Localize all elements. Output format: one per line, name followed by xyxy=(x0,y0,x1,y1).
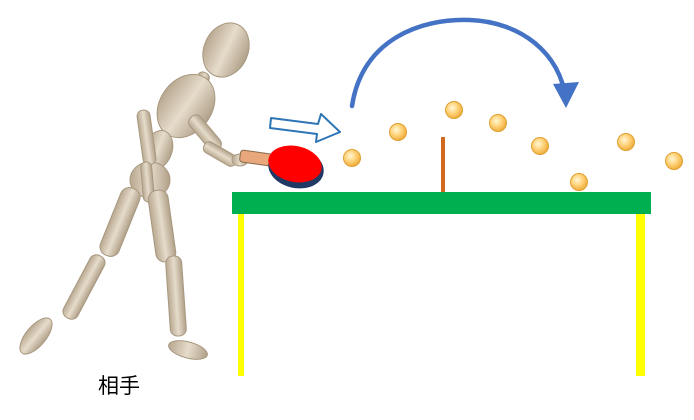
net xyxy=(441,137,445,192)
ball-5 xyxy=(531,137,549,155)
opponent-caption: 相手 xyxy=(98,374,140,398)
figure-back-shin xyxy=(62,254,106,320)
trajectory-arc-arrow-icon xyxy=(349,17,569,109)
ball-7 xyxy=(617,133,635,151)
table-top xyxy=(232,192,651,214)
figure-front-foot xyxy=(168,340,208,360)
ball-6 xyxy=(570,173,588,191)
table-leg-right xyxy=(636,212,645,376)
paddle-face xyxy=(268,145,322,183)
ball-1 xyxy=(343,149,361,167)
table-leg-left xyxy=(238,212,244,376)
table-tennis-paddle-icon xyxy=(239,145,324,189)
wooden-mannequin-figure-icon xyxy=(19,22,250,360)
figure-back-thigh xyxy=(99,187,141,257)
ball-8 xyxy=(665,152,683,170)
ball-3 xyxy=(445,101,463,119)
ball-2 xyxy=(389,123,407,141)
ball-group xyxy=(343,101,683,191)
figure-back-foot xyxy=(19,317,53,355)
figure-front-shin xyxy=(165,255,187,337)
arc-arrowhead-icon xyxy=(553,82,579,108)
figure-front-thigh xyxy=(147,189,177,263)
ball-4 xyxy=(489,114,507,132)
figure-head xyxy=(202,22,250,78)
hit-outline-arrow-icon xyxy=(269,113,341,143)
